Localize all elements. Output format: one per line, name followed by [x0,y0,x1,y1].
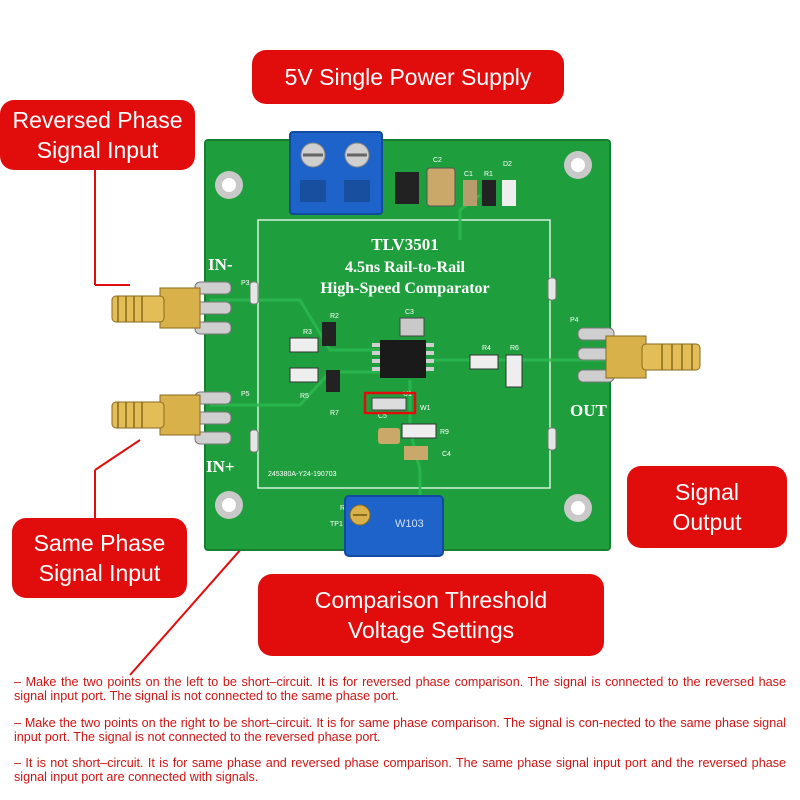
note-same-phase: – Make the two points on the right to be… [14,716,786,744]
label-u1: U1 [403,391,412,398]
designators: P3 P5 P4 R3 R2 R5 R7 R4 R6 R1 C1 C2 D2 C… [241,157,579,528]
chip-subtitle: 4.5ns Rail-to-Rail [345,259,466,276]
mounting-holes [215,151,592,522]
callout-reversed-line1: Reversed Phase [12,107,183,133]
label-r5: R5 [300,393,309,400]
label-r2: R2 [330,313,339,320]
callout-threshold-line2: Voltage Settings [347,617,515,643]
note-both-phases: – It is not short–circuit. It is for sam… [14,756,786,784]
callout-same-line2: Signal Input [38,560,161,586]
label-c5: C5 [378,413,387,420]
pot-marking: W103 [395,518,424,530]
label-c3: C3 [405,309,414,316]
callout-reversed-phase-input: Reversed Phase Signal Input [0,100,195,170]
chip-title: TLV3501 [371,235,438,254]
callout-reversed-line2: Signal Input [36,137,159,163]
jumper-highlight [363,391,417,415]
label-r9: R9 [440,429,449,436]
label-c2: C2 [433,157,442,164]
out-label: OUT [570,401,608,420]
note-reversed-phase: – Make the two points on the left to be … [14,675,786,703]
in-minus-label: IN- [208,255,233,274]
power-terminal-block [289,131,383,215]
sma-connector-output [605,335,701,379]
callout-threshold-settings: Comparison Threshold Voltage Settings [258,574,604,656]
callout-power-text: 5V Single Power Supply [284,64,532,90]
callout-power-supply: 5V Single Power Supply [252,50,564,104]
label-r1: R1 [484,171,493,178]
callout-output-line1: Signal [675,479,739,505]
sma-connector-same [111,394,201,436]
label-c4: C4 [442,451,451,458]
callout-same-line1: Same Phase [33,530,166,556]
pcb-inner-outline [257,219,551,489]
label-tp1: TP1 [330,521,343,528]
label-r6: R6 [510,345,519,352]
callout-signal-output: Signal Output [627,466,787,548]
mid-components [289,317,523,460]
callout-same-phase-input: Same Phase Signal Input [12,518,187,598]
label-w1: W1 [420,405,431,412]
label-p4: P4 [570,317,579,324]
in-plus-label: IN+ [206,457,235,476]
callout-output-line2: Output [672,509,742,535]
pin-headers [194,277,615,453]
board-serial: 245380A-Y24-190703 [268,471,337,478]
chip-description: High-Speed Comparator [320,280,489,297]
label-r7: R7 [330,410,339,417]
sma-connector-reversed [111,287,201,329]
threshold-potentiometer: W103 [344,495,444,557]
callout-threshold-line1: Comparison Threshold [314,587,548,613]
label-p5: P5 [241,391,250,398]
label-p3: P3 [241,280,250,287]
label-d2: D2 [503,161,512,168]
top-components [395,167,516,207]
label-c1: C1 [464,171,473,178]
label-r3: R3 [303,329,312,336]
label-r4: R4 [482,345,491,352]
